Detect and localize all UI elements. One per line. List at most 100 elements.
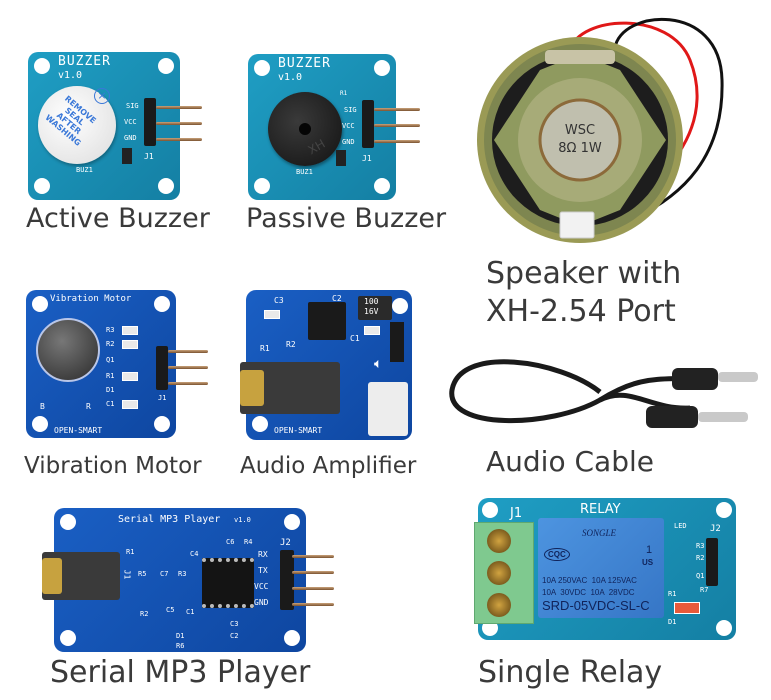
pin-label-rx: RX [258, 550, 268, 559]
label-r4: R4 [244, 538, 253, 546]
relay-component: SONGLE CQC US 1 10A 250VAC 10A 125VAC 10… [538, 518, 664, 618]
xh-connector [368, 382, 408, 436]
relay-rating-1: 10A 250VAC 10A 125VAC [542, 576, 637, 585]
mount-hole [482, 620, 498, 636]
header-label: J1 [144, 152, 154, 161]
speaker-icon: 🔈︎ [374, 356, 383, 372]
header-pin [292, 587, 334, 590]
buz-label: BUZ1 [76, 166, 93, 174]
label-c1: C1 [106, 400, 115, 408]
header-pin [156, 106, 202, 109]
label-r5: R5 [138, 570, 147, 578]
caption-active-buzzer: Active Buzzer [26, 203, 210, 234]
buz-label: BUZ1 [296, 168, 313, 176]
mount-hole [34, 58, 50, 74]
mount-hole [60, 630, 76, 646]
board-version: v1.0 [58, 70, 83, 81]
header-pin [292, 603, 334, 606]
pin-label-vcc: VCC [342, 122, 355, 130]
plus-mark-icon: × [94, 88, 110, 104]
label-c1: C1 [186, 608, 195, 616]
board-title: Vibration Motor [50, 294, 132, 304]
label-c7: C7 [160, 570, 169, 578]
board-version: v1.0 [278, 72, 303, 83]
cable-loop [449, 359, 691, 424]
label-b: B [40, 402, 45, 411]
mount-hole [392, 298, 408, 314]
speaker-image: WSC 8Ω 1W [477, 17, 724, 243]
label-d1: D1 [668, 618, 677, 626]
caption-passive-buzzer: Passive Buzzer [246, 203, 447, 234]
label-c2: C2 [332, 294, 342, 303]
screw [487, 593, 511, 617]
screw [487, 561, 511, 585]
label-r2: R2 [140, 610, 149, 618]
label-c4: C4 [190, 550, 199, 558]
transistor [122, 148, 132, 164]
board-title: BUZZER [278, 56, 331, 71]
cqc-mark: CQC [544, 548, 570, 561]
label-c2: C2 [230, 632, 239, 640]
audio-cable-image [449, 359, 758, 428]
pin-header [706, 538, 718, 586]
pin-label-sig: SIG [344, 106, 357, 114]
mount-hole [374, 60, 390, 76]
header-pin [292, 555, 334, 558]
label-r: R [86, 402, 91, 411]
pin-label-gnd: GND [254, 598, 269, 607]
pin-header [144, 98, 156, 146]
audio-jack [42, 552, 120, 600]
pin-label-vcc: VCC [254, 582, 269, 591]
label-r1: R1 [106, 372, 115, 380]
mount-hole [154, 296, 170, 312]
capacitor [122, 400, 138, 409]
relay-brand: SONGLE [582, 528, 617, 538]
mount-hole [154, 416, 170, 432]
electrolytic-capacitor: 100 16V [358, 296, 392, 320]
resistor [122, 340, 138, 349]
header-pin [168, 350, 208, 353]
label-c3: C3 [230, 620, 239, 628]
resistor [122, 326, 138, 335]
mount-hole [32, 296, 48, 312]
passive-buzzer-board: BUZZER v1.0 XH R1 SIG VCC GND J1 BUZ1 [248, 54, 396, 200]
label-r2: R2 [106, 340, 115, 348]
label-c3: C3 [274, 296, 284, 305]
capacitor [264, 310, 280, 319]
label-r1: R1 [260, 344, 270, 353]
caption-vibration-motor: Vibration Motor [24, 453, 202, 479]
passive-buzzer-component: XH [268, 92, 342, 166]
board-title: Serial MP3 Player [118, 514, 221, 525]
pin-label-gnd: GND [124, 134, 137, 142]
header-label: J1 [158, 394, 167, 402]
audio-amplifier-board: C3 C2 C1 R1 R2 100 16V 🔈︎ OPEN-SMART [240, 290, 412, 440]
header-pin [156, 122, 202, 125]
jack-label: J1 [122, 569, 132, 580]
transistor [336, 150, 346, 166]
pin-label-gnd: GND [342, 138, 355, 146]
jumper-header [390, 322, 404, 362]
label-r1: R1 [126, 548, 135, 556]
label-q1: Q1 [696, 572, 705, 580]
audio-jack [240, 362, 340, 414]
caption-speaker-line1: Speaker with [486, 256, 682, 291]
brand-label: OPEN-SMART [54, 426, 103, 435]
mount-hole [254, 178, 270, 194]
pin-header [362, 100, 374, 148]
label-r2: R2 [286, 340, 296, 349]
mount-hole [158, 178, 174, 194]
label-r2: R2 [696, 554, 705, 562]
amplifier-chip [308, 302, 346, 340]
header-pin [374, 108, 420, 111]
board-version: v1.0 [234, 516, 251, 524]
mount-hole [60, 514, 76, 530]
label-d1: D1 [106, 386, 115, 394]
capacitor [364, 326, 380, 335]
mount-hole [284, 514, 300, 530]
mount-hole [158, 58, 174, 74]
mount-hole [32, 416, 48, 432]
buzzer-hole [299, 123, 311, 135]
xh-connector [559, 211, 595, 239]
label-d1: D1 [176, 632, 185, 640]
label-c1: C1 [350, 334, 360, 343]
